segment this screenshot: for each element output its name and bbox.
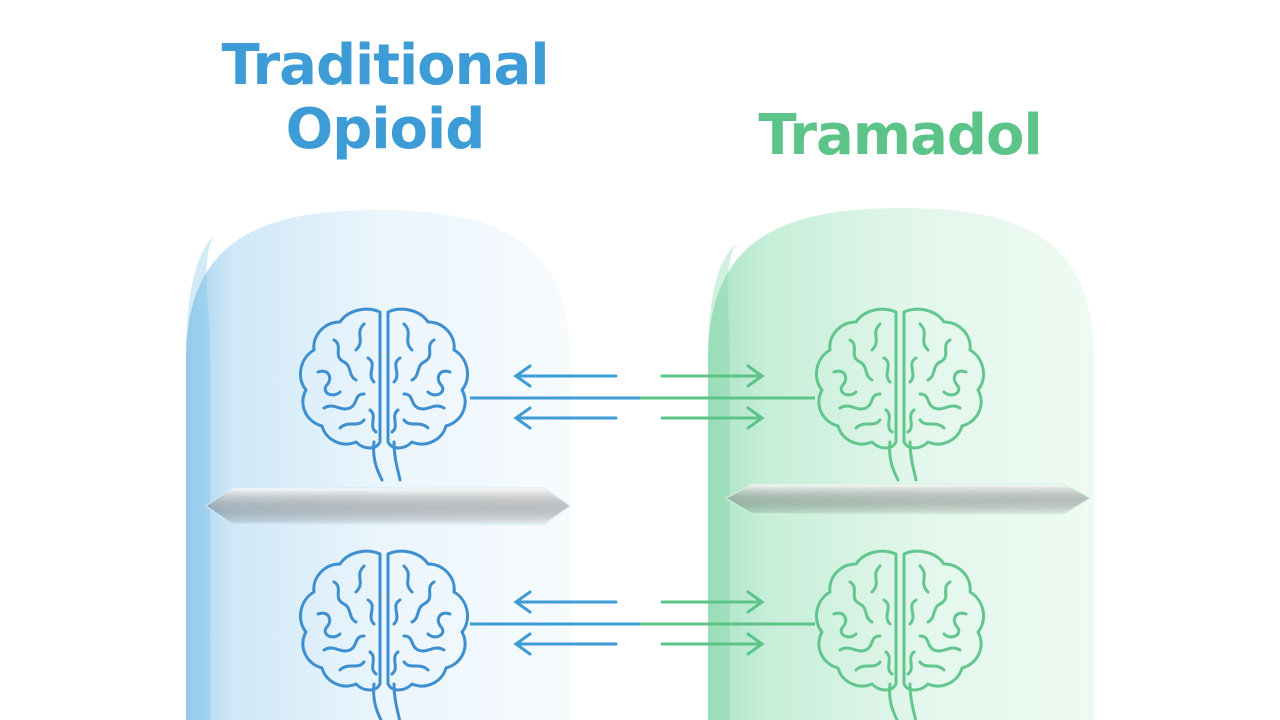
title-line-1: Traditional — [221, 33, 549, 98]
tramadol-title: Tramadol — [700, 104, 1100, 168]
title-text: Tramadol — [758, 103, 1042, 168]
title-line-2: Opioid — [285, 97, 486, 162]
left-pill-icon — [186, 210, 571, 720]
right-pill-icon — [708, 208, 1094, 720]
traditional-opioid-title: Traditional Opioid — [200, 34, 570, 162]
